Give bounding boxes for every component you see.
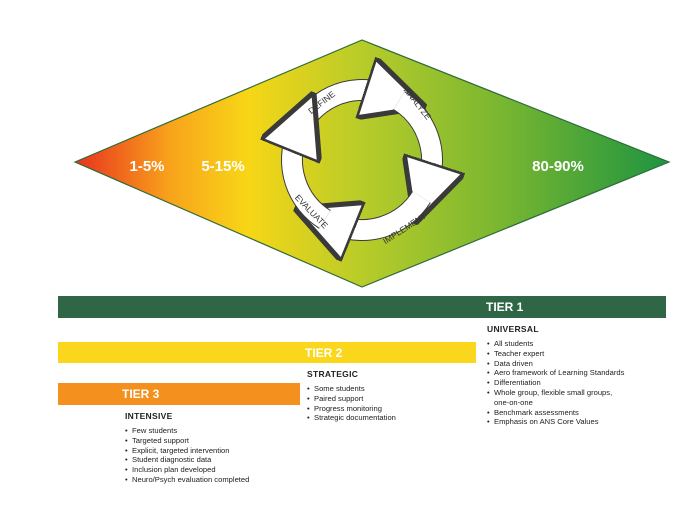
tier-2-details: STRATEGIC Some studentsPaired supportPro…	[307, 369, 477, 423]
tier-2-bar: TIER 2	[58, 342, 476, 363]
tier-3-item: Few students	[125, 426, 300, 436]
tier-1-item: Teacher expert	[487, 349, 687, 359]
tier-1-item: Whole group, flexible small groups,	[487, 388, 687, 398]
tier-3-item: Neuro/Psych evaluation completed	[125, 475, 300, 485]
tier-3-item: Student diagnostic data	[125, 455, 300, 465]
percent-label-80-90: 80-90%	[532, 158, 584, 175]
tier-2-item: Strategic documentation	[307, 413, 477, 423]
tier-1-item: Data driven	[487, 359, 687, 369]
tier-1-item: Benchmark assessments	[487, 408, 687, 418]
tier-1-item: one-on-one	[494, 397, 533, 407]
tier-3-label: TIER 3	[122, 387, 160, 401]
tier-1-bar: TIER 1	[58, 296, 666, 318]
tier-2-label: TIER 2	[305, 345, 343, 360]
tier-1-heading: UNIVERSAL	[487, 324, 539, 334]
tier-2-heading: STRATEGIC	[307, 369, 359, 379]
tier-3-bar: TIER 3	[58, 383, 300, 405]
tier-1-item: Aero framework of Learning Standards	[487, 368, 687, 378]
tier-1-item: Differentiation	[487, 378, 687, 388]
tier-1-details: UNIVERSAL All studentsTeacher expertData…	[487, 324, 687, 427]
percent-label-1-5: 1-5%	[129, 158, 164, 175]
tier-3-item: Inclusion plan developed	[125, 465, 300, 475]
tier-1-item: All students	[487, 339, 687, 349]
tier-1-label: TIER 1	[486, 300, 524, 314]
diamond-shape	[73, 39, 671, 288]
analyze-arrow	[393, 92, 432, 182]
cycle-arrows	[292, 90, 432, 230]
tier-2-item: Progress monitoring	[307, 404, 477, 414]
evaluate-arrow	[292, 134, 331, 228]
tier-3-details: INTENSIVE Few studentsTargeted supportEx…	[125, 411, 300, 485]
tier-1-list: All studentsTeacher expertData drivenAer…	[487, 339, 687, 427]
tier-3-item: Explicit, targeted intervention	[125, 446, 300, 456]
implement-arrow	[336, 191, 430, 230]
tier-3-item: Targeted support	[125, 436, 300, 446]
tier-2-item: Paired support	[307, 394, 477, 404]
tier-2-item: Some students	[307, 384, 477, 394]
tier-3-list: Few studentsTargeted supportExplicit, ta…	[125, 426, 300, 485]
tier-3-heading: INTENSIVE	[125, 411, 173, 421]
tier-2-list: Some studentsPaired supportProgress moni…	[307, 384, 477, 423]
tier-1-item: Emphasis on ANS Core Values	[487, 417, 687, 427]
percent-label-5-15: 5-15%	[201, 158, 244, 175]
